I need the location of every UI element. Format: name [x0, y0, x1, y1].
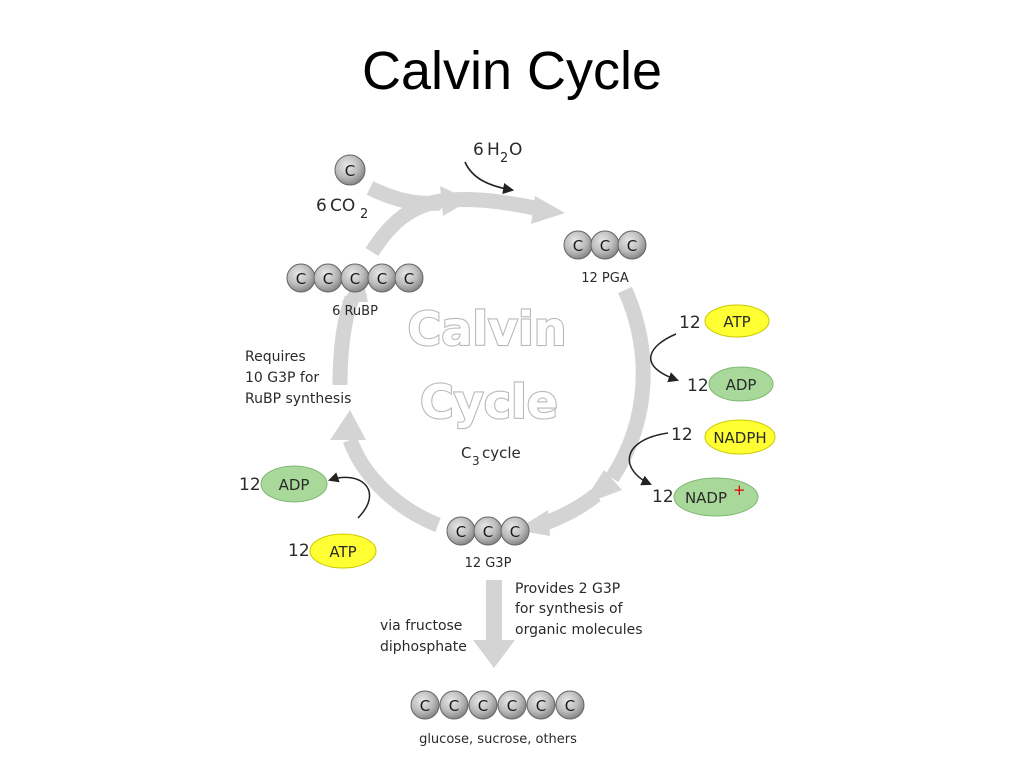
co2-formula: CO: [330, 196, 355, 216]
nadp-label: NADP: [685, 489, 727, 507]
atp-right: 12 ATP: [679, 304, 770, 338]
provides-line: organic molecules: [515, 622, 643, 638]
pga-atom: C: [573, 237, 583, 255]
sugar-atom: C: [536, 697, 546, 715]
atp-left-label: ATP: [329, 543, 356, 561]
g3p-atom: C: [483, 523, 493, 541]
arrowhead-left: [330, 410, 366, 440]
nadp-plus-sign: +: [733, 481, 746, 499]
adp-right: 12 ADP: [687, 366, 774, 402]
output-arrow: [473, 580, 515, 668]
carbon-ball-label: C: [345, 162, 355, 180]
water-arrow: [464, 161, 515, 195]
atp-right-count: 12: [679, 313, 701, 333]
nadph-nadp-arrow: [628, 432, 669, 486]
c3-cycle-word: cycle: [482, 444, 521, 462]
sugar-atom: C: [507, 697, 517, 715]
arrowhead-top-right: [531, 196, 565, 224]
atp-right-label: ATP: [723, 313, 750, 331]
arrowhead-right: [582, 470, 622, 505]
g3p-atom: C: [456, 523, 466, 541]
g3p-atom: C: [510, 523, 520, 541]
nadph: 12 NADPH: [671, 419, 776, 455]
via-line: diphosphate: [380, 639, 467, 655]
atp-left: 12 ATP: [288, 533, 377, 569]
nadp: 12 NADP +: [652, 477, 759, 517]
c3-cycle-label: C 3 cycle: [461, 444, 521, 468]
cycle-arrow-top: [365, 192, 451, 257]
slide-title: Calvin Cycle: [361, 41, 663, 101]
pga-molecule: C C C 12 PGA: [563, 230, 647, 286]
cycle-arrow-right: [605, 286, 651, 483]
g3p-molecule: C C C 12 G3P: [446, 516, 530, 571]
atp-adp-arrow-right: [650, 333, 679, 383]
provides-line: for synthesis of: [515, 601, 624, 617]
requires-line: Requires: [245, 349, 306, 365]
sugar-atom: C: [449, 697, 459, 715]
water-count: 6: [473, 140, 484, 160]
rubp-label: 6 RuBP: [332, 304, 378, 319]
requires-line: RuBP synthesis: [245, 391, 351, 407]
adp-right-count: 12: [687, 376, 709, 396]
nadp-count: 12: [652, 487, 674, 507]
adp-left-label: ADP: [279, 476, 310, 494]
rubp-molecule: C C C C C 6 RuBP: [286, 263, 424, 319]
arrowhead-top: [440, 186, 470, 216]
co2-entry-arrow: [366, 181, 441, 211]
co2-molecule: C 6 CO 2: [316, 154, 368, 222]
pga-atom: C: [627, 237, 637, 255]
via-line: via fructose: [380, 618, 462, 634]
via-note: via fructose diphosphate: [380, 618, 467, 655]
adp-left: 12 ADP: [239, 465, 328, 503]
rubp-atom: C: [323, 270, 333, 288]
sugar-molecule: C C C C C C glucose, sucrose, others: [410, 690, 585, 747]
provides-note: Provides 2 G3P for synthesis of organic …: [515, 581, 643, 638]
cycle-arrow-left: [332, 295, 360, 386]
sugar-atom: C: [478, 697, 488, 715]
provides-line: Provides 2 G3P: [515, 581, 620, 597]
center-title-line2: Cycle: [420, 375, 558, 429]
sugar-label: glucose, sucrose, others: [419, 732, 577, 747]
co2-subscript: 2: [360, 207, 368, 222]
carbon-ball: [334, 154, 366, 186]
pga-atom: C: [600, 237, 610, 255]
rubp-atom: C: [296, 270, 306, 288]
sugar-atom: C: [565, 697, 575, 715]
nadph-count: 12: [671, 425, 693, 445]
atp-left-count: 12: [288, 541, 310, 561]
adp-left-count: 12: [239, 475, 261, 495]
requires-note: Requires 10 G3P for RuBP synthesis: [245, 349, 351, 407]
adp-right-label: ADP: [726, 376, 757, 394]
rubp-atom: C: [404, 270, 414, 288]
water-o: O: [509, 140, 522, 160]
co2-count: 6: [316, 196, 327, 216]
water-input: 6 H 2 O: [464, 140, 522, 195]
atp-adp-arrow-left: [328, 472, 371, 519]
rubp-atom: C: [377, 270, 387, 288]
c3-subscript: 3: [472, 454, 480, 468]
sugar-atom: C: [420, 697, 430, 715]
water-h: H: [487, 140, 500, 160]
cycle-arrow-bottom-left: [342, 437, 441, 532]
requires-line: 10 G3P for: [245, 370, 319, 386]
nadph-label: NADPH: [713, 429, 766, 447]
water-subscript: 2: [500, 151, 508, 166]
center-title-line1: Calvin: [407, 302, 566, 356]
pga-label: 12 PGA: [581, 271, 629, 286]
rubp-atom: C: [350, 270, 360, 288]
g3p-label: 12 G3P: [465, 556, 512, 571]
c3-c: C: [461, 444, 471, 462]
